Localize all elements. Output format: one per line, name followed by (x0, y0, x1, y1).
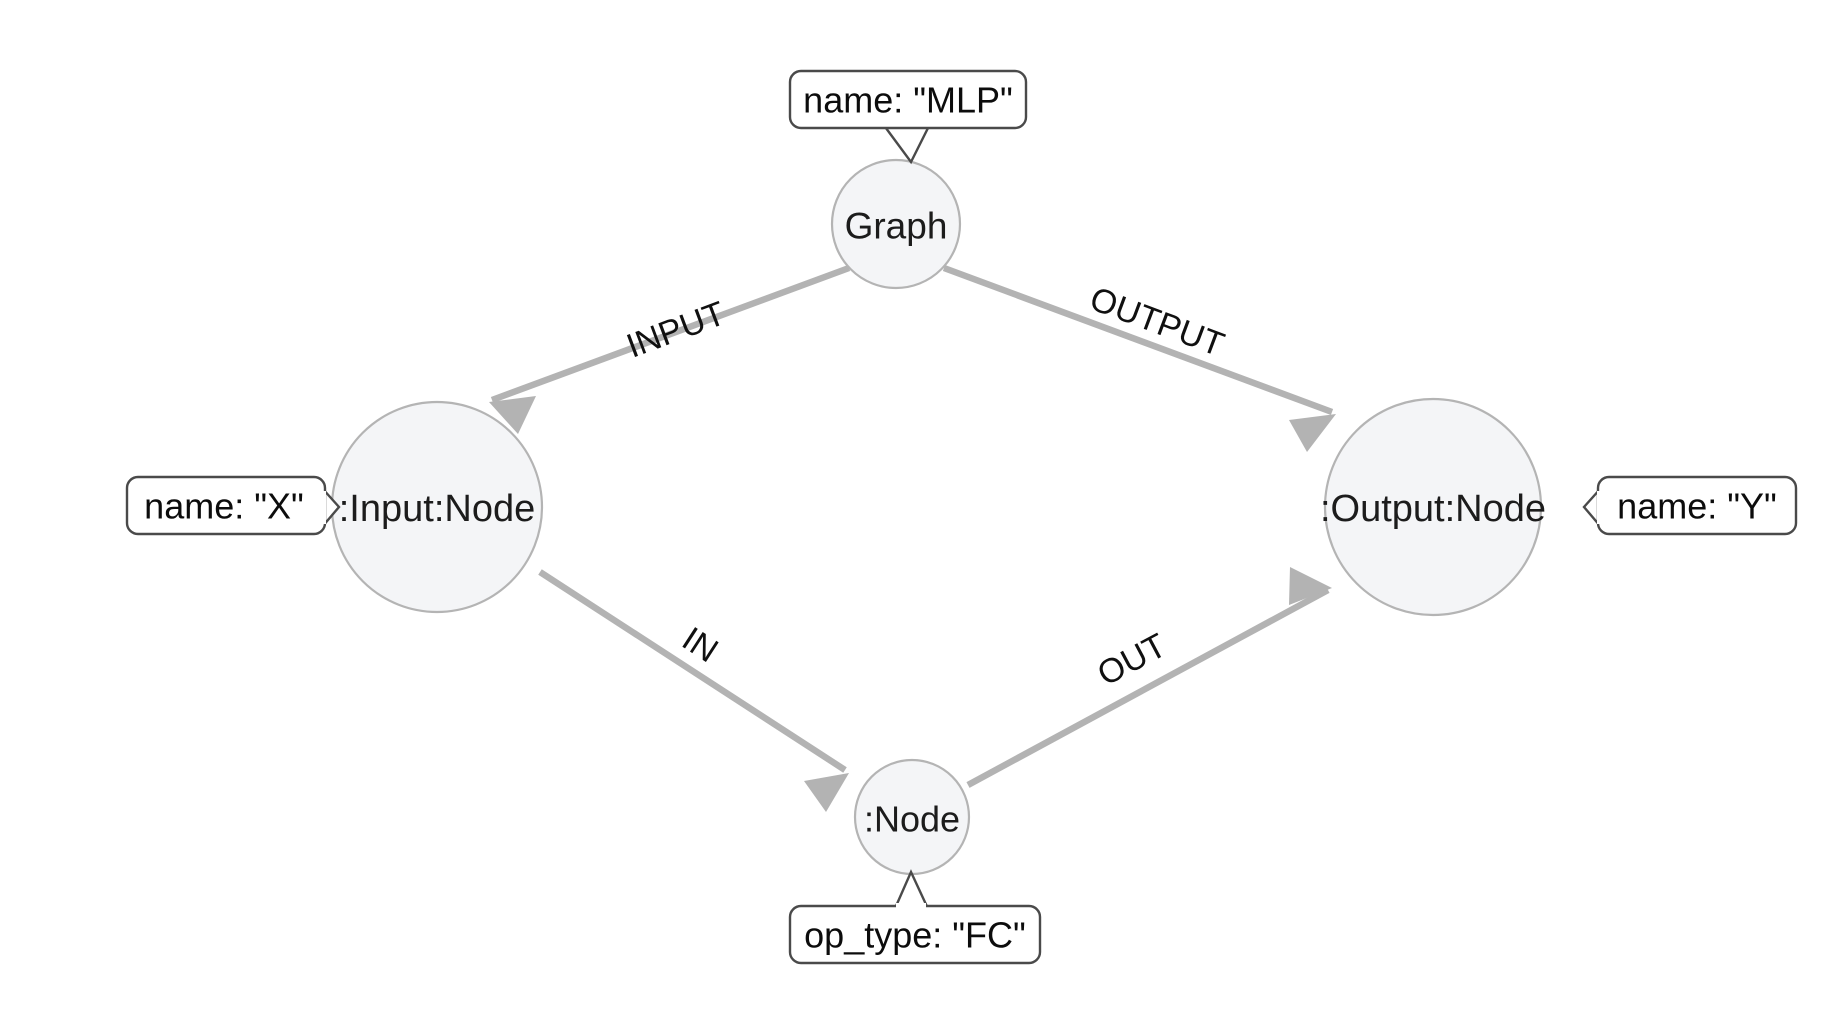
property-callout-input-name-text: name: "X" (144, 486, 304, 527)
property-callout-input-name[interactable]: name: "X" (125, 475, 341, 536)
edge-in-line (538, 569, 847, 773)
property-callout-graph-name-box (788, 69, 1028, 130)
edge-out-line (966, 587, 1330, 788)
property-callout-op-optype[interactable]: op_type: "FC" (788, 869, 1042, 965)
node-output[interactable]: :Output:Node (1320, 397, 1546, 617)
property-callout-input-name-seam (319, 491, 326, 524)
property-callout-graph-name[interactable]: name: "MLP" (788, 69, 1028, 165)
property-callout-op-optype-text: op_type: "FC" (804, 915, 1026, 956)
edge-label-input: INPUT (622, 294, 731, 365)
edge-in-arrowhead (804, 773, 849, 812)
property-callout-output-name-seam (1597, 491, 1604, 524)
property-callout-graph-name-text: name: "MLP" (803, 80, 1013, 121)
edge-out-arrowhead (1289, 567, 1332, 605)
edge-out[interactable]: OUT (966, 567, 1332, 788)
property-callout-graph-name-seam (883, 118, 929, 125)
node-input-label: :Input:Node (339, 488, 535, 530)
node-graph-circle (830, 158, 962, 290)
property-callout-output-name[interactable]: name: "Y" (1582, 475, 1798, 536)
node-graph[interactable]: Graph (830, 158, 962, 290)
edge-output-arrowhead (1289, 414, 1336, 452)
node-op-label: :Node (864, 799, 960, 840)
edge-output-line (942, 264, 1334, 416)
edge-label-output: OUTPUT (1085, 280, 1229, 365)
node-output-circle (1323, 397, 1543, 617)
node-graph-label: Graph (845, 206, 948, 247)
node-op[interactable]: :Node (853, 758, 971, 876)
node-input[interactable]: :Input:Node (330, 400, 544, 614)
property-callout-output-name-text: name: "Y" (1617, 486, 1777, 527)
edge-input-arrowhead (489, 396, 536, 434)
node-output-label: :Output:Node (1320, 488, 1546, 530)
property-callout-op-optype-seam (896, 903, 926, 910)
edge-in[interactable]: IN (538, 569, 849, 812)
edge-output[interactable]: OUTPUT (942, 264, 1336, 452)
edge-input[interactable]: INPUT (489, 264, 851, 434)
edge-input-line (490, 264, 851, 404)
